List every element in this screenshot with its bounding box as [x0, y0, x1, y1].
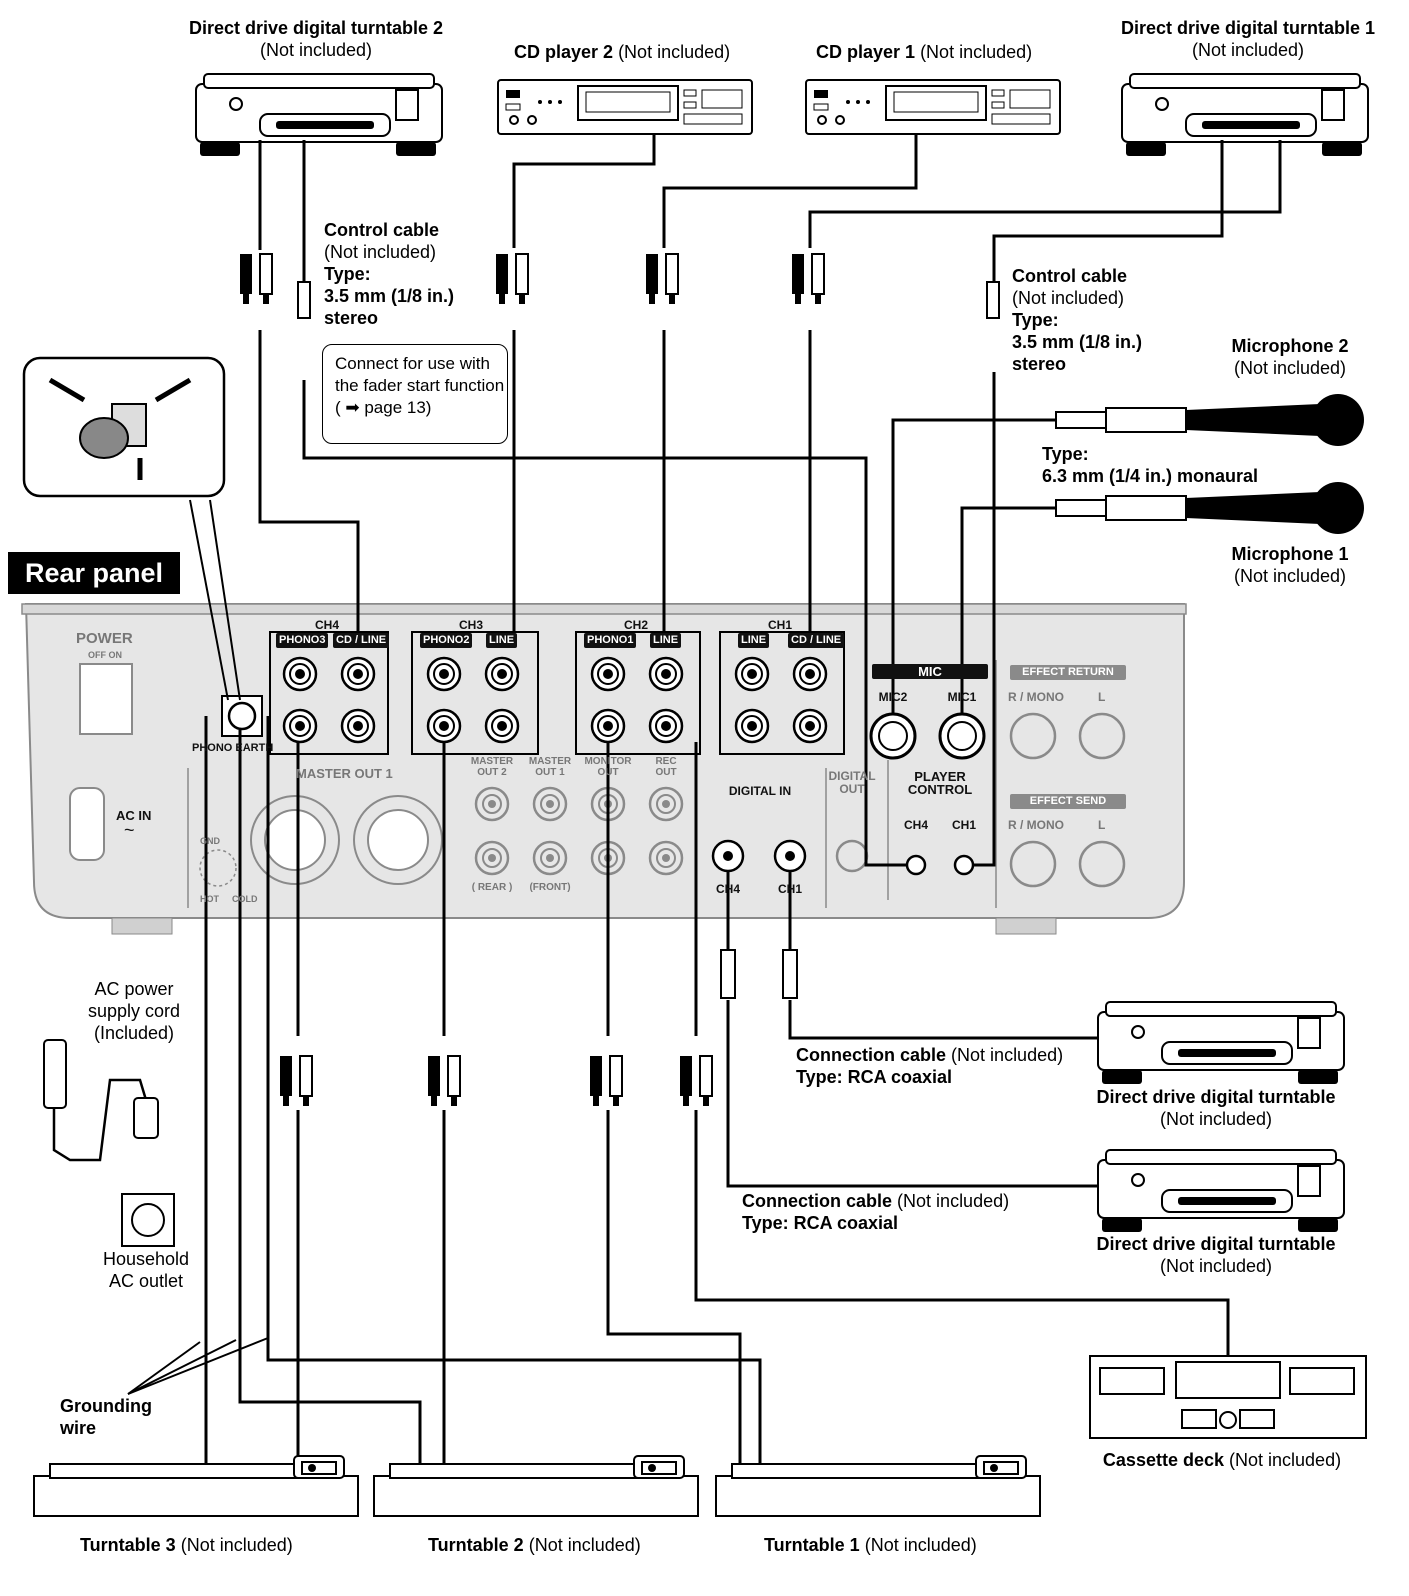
cd-player-2	[497, 79, 753, 135]
ac-symbol: ~	[124, 820, 135, 840]
effect-send-r-mono: R / MONO	[1008, 818, 1064, 832]
mic1-label: MIC1	[947, 690, 977, 704]
cables	[52, 134, 1282, 1476]
digital-in-label: DIGITAL IN	[728, 784, 792, 798]
direct-drive-turntable-b	[1097, 1149, 1345, 1233]
direct-drive-turntable-2	[195, 73, 443, 157]
label-mic-spec: 6.3 mm (1/4 in.) monaural	[1042, 466, 1259, 486]
effect-return-l: L	[1098, 690, 1106, 704]
phono2-tag: PHONO2	[420, 633, 473, 648]
front-label: (FRONT)	[529, 882, 571, 893]
label-ddt-b: Direct drive digital turntable(Not inclu…	[1096, 1234, 1336, 1276]
line-tag-ch3: LINE	[486, 633, 518, 648]
label-mic1-sub: (Not included)	[1233, 566, 1347, 586]
label-tt3: Turntable 3 (Not included)	[80, 1535, 293, 1555]
effect-send-tag: EFFECT SEND	[1010, 794, 1126, 809]
label-mic2-title: Microphone 2	[1231, 336, 1349, 356]
hot-label: HOT	[200, 894, 219, 904]
phono-earth-label: PHONO EARTH	[192, 742, 274, 754]
phono1-tag: PHONO1	[584, 633, 637, 648]
rear-panel-title: Rear panel	[8, 552, 180, 594]
cassette-deck	[1089, 1355, 1367, 1439]
ch3-label: CH3	[458, 618, 484, 632]
label-control-cable-b: Control cable(Not included)Type:3.5 mm (…	[1012, 266, 1143, 374]
cd-line-tag-ch1: CD / LINE	[788, 633, 845, 648]
player-control-ch1: CH1	[951, 818, 977, 832]
label-ddt-a: Direct drive digital turntable(Not inclu…	[1096, 1087, 1336, 1129]
label-ddt2-title: Direct drive digital turntable 2	[188, 18, 444, 38]
digital-in-ch4: CH4	[715, 882, 741, 896]
mic2-label: MIC2	[878, 690, 908, 704]
ac-in-label: AC IN	[116, 808, 152, 823]
label-ddt1-sub: (Not included)	[1191, 40, 1305, 60]
ch1-label: CH1	[767, 618, 793, 632]
gnd-label: GND	[200, 836, 220, 846]
label-tt2: Turntable 2 (Not included)	[428, 1535, 641, 1555]
label-control-cable-a: Control cable(Not included)Type:3.5 mm (…	[324, 220, 455, 328]
line-tag-ch1: LINE	[738, 633, 770, 648]
cd-player-1	[805, 79, 1061, 135]
digital-in-ch1: CH1	[777, 882, 803, 896]
power-label: POWER	[76, 630, 133, 647]
microphone-2	[1055, 394, 1364, 446]
label-tt1: Turntable 1 (Not included)	[764, 1535, 977, 1555]
label-conn-b: Connection cable (Not included)Type: RCA…	[742, 1191, 1010, 1233]
effect-send-l: L	[1098, 818, 1106, 832]
player-control-ch4: CH4	[903, 818, 929, 832]
direct-drive-turntable-a	[1097, 1001, 1345, 1085]
effect-return-r-mono: R / MONO	[1008, 690, 1064, 704]
ch2-label: CH2	[623, 618, 649, 632]
cd-line-tag-ch4: CD / LINE	[333, 633, 390, 648]
turntable-3	[33, 1455, 359, 1517]
label-ddt2-sub: (Not included)	[259, 40, 373, 60]
direct-drive-turntable-1	[1121, 73, 1369, 157]
turntable-1	[715, 1455, 1041, 1517]
label-ddt1-title: Direct drive digital turntable 1	[1120, 18, 1376, 38]
phono3-tag: PHONO3	[276, 633, 329, 648]
label-cd1: CD player 1 (Not included)	[816, 42, 1033, 62]
label-mic-type: Type:	[1042, 444, 1089, 464]
rca-plugs	[239, 253, 1000, 1107]
label-mic2-sub: (Not included)	[1233, 358, 1347, 378]
turntable-2	[373, 1455, 699, 1517]
label-conn-a: Connection cable (Not included)Type: RCA…	[796, 1045, 1064, 1087]
label-mic1-title: Microphone 1	[1231, 544, 1349, 564]
label-cd2: CD player 2 (Not included)	[514, 42, 731, 62]
cold-label: COLD	[232, 894, 258, 904]
mic-tag: MIC	[872, 664, 988, 679]
ch4-label: CH4	[314, 618, 340, 632]
effect-return-tag: EFFECT RETURN	[1010, 665, 1126, 680]
label-cassette: Cassette deck (Not included)	[1102, 1450, 1342, 1470]
ac-plug-outlet	[43, 1039, 175, 1247]
power-sub-label: OFF ON	[88, 650, 122, 660]
rear-label: ( REAR )	[471, 882, 513, 893]
line-tag-ch2: LINE	[650, 633, 682, 648]
master-out1-xlr-label: MASTER OUT 1	[296, 766, 393, 781]
phono-earth-detail	[22, 356, 226, 498]
grounding-arrows	[127, 1337, 269, 1395]
microphone-1	[1055, 482, 1364, 534]
